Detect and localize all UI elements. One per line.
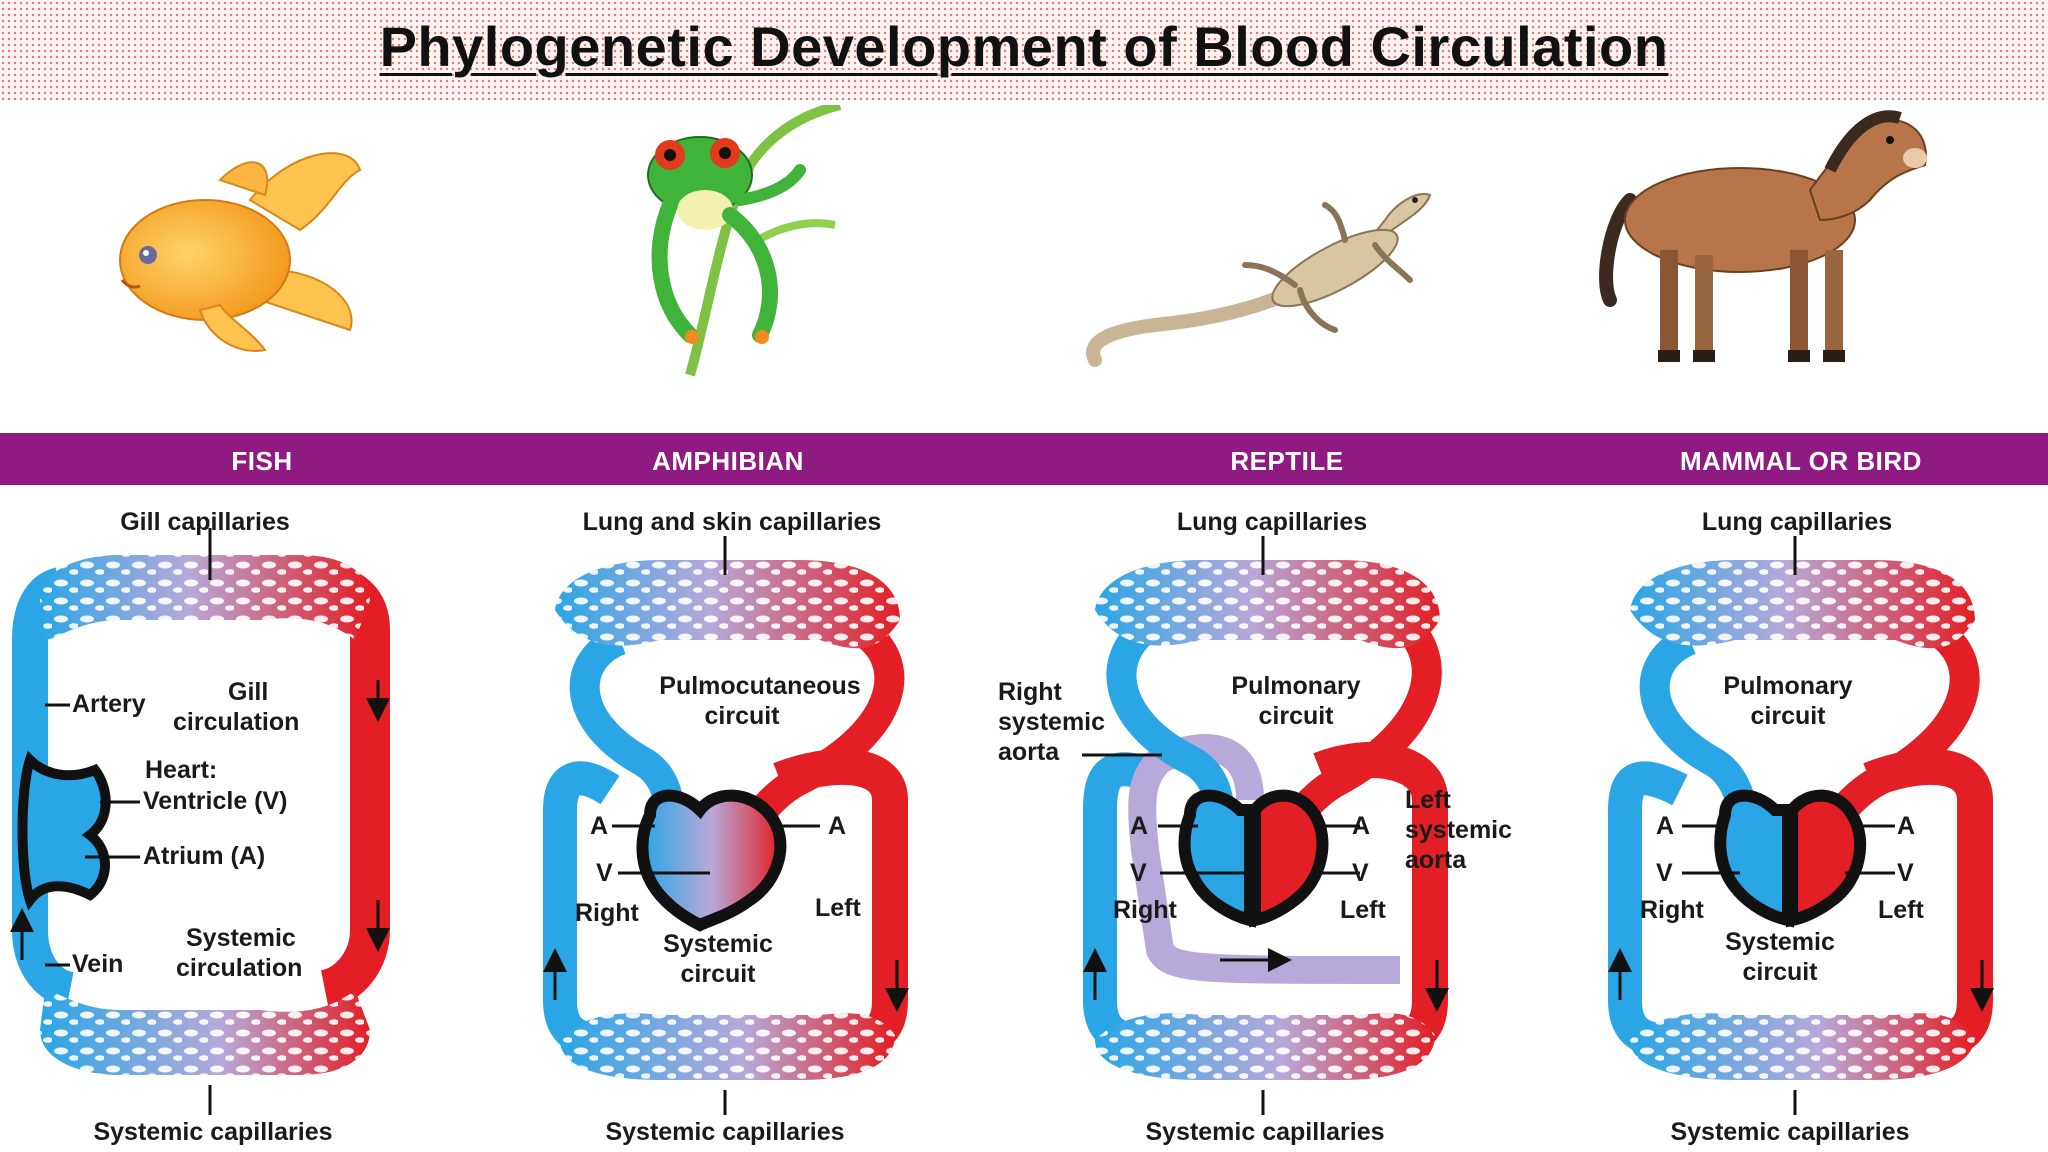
lizard-illustration: [1086, 193, 1432, 367]
reptile-ventricle-left-label: V: [1130, 859, 1147, 887]
amphibian-left-label: Left: [815, 894, 862, 922]
fish-diagram: Gill capillaries Artery Gill circulation…: [10, 508, 390, 1146]
reptile-diagram: Lung capillaries Pulmonary circuit Right…: [998, 508, 1512, 1146]
horse-illustration: [1599, 110, 1927, 362]
amphibian-right-label: Right: [575, 899, 640, 927]
reptile-pulmonary-circuit-label-2: circuit: [1258, 702, 1334, 730]
fish-heart: [17, 750, 111, 911]
mammal-systemic-circuit-label-2: circuit: [1742, 958, 1818, 986]
mammal-atrium-left-label: A: [1656, 812, 1674, 840]
mammal-pulmonary-out-vessel: [1816, 617, 1980, 838]
reptile-pulmonary-in-vessel: [1106, 606, 1235, 821]
fish-vein-label: Vein: [72, 950, 123, 978]
header-fish: FISH: [231, 446, 293, 476]
mammal-systemic-circuit-label-1: Systemic: [1725, 928, 1835, 956]
mammal-right-label: Right: [1640, 896, 1705, 924]
amphibian-diagram: Lung and skin capillaries Pulmocutaneous…: [543, 508, 909, 1146]
reptile-ventricle-right-label: V: [1352, 859, 1369, 887]
reptile-right-label: Right: [1113, 896, 1178, 924]
amphibian-pulmocutaneous-label-2: circuit: [704, 702, 780, 730]
mammal-pulmonary-in-vessel: [1639, 626, 1760, 823]
reptile-left-systemic-aorta-label-1: Left: [1405, 786, 1452, 814]
amphibian-pulmocutaneous-label-1: Pulmocutaneous: [659, 672, 860, 700]
fish-systemic-circulation-label-2: circulation: [176, 954, 302, 982]
goldfish-illustration: [119, 152, 362, 352]
amphibian-systemic-capillaries-label: Systemic capillaries: [605, 1118, 844, 1146]
mammal-ventricle-left-label: V: [1656, 859, 1673, 887]
amphibian-heart: [636, 789, 787, 932]
fish-artery-label: Artery: [72, 690, 146, 718]
fish-atrium-label: Atrium (A): [143, 842, 265, 870]
reptile-pulmonary-circuit-label-1: Pulmonary: [1231, 672, 1360, 700]
reptile-left-systemic-aorta-label-3: aorta: [1405, 846, 1467, 874]
tree-frog-illustration: [647, 105, 842, 377]
reptile-atrium-right-label: A: [1352, 812, 1370, 840]
page-title: Phylogenetic Development of Blood Circul…: [379, 15, 1669, 78]
mammal-bird-diagram: Lung capillaries Pulmonary circuit A A V…: [1608, 508, 1994, 1146]
title-banner: [0, 0, 2048, 100]
header-reptile: REPTILE: [1230, 446, 1344, 476]
mammal-heart-right-side: [1714, 789, 1794, 928]
reptile-heart-right-side: [1178, 789, 1256, 928]
group-header-band: [0, 433, 2048, 485]
amphibian-systemic-circuit-label-1: Systemic: [663, 930, 773, 958]
fish-gill-circulation-label-2: circulation: [173, 708, 299, 736]
mammal-pulmonary-circuit-label-1: Pulmonary: [1723, 672, 1852, 700]
mammal-ventricle-right-label: V: [1897, 859, 1914, 887]
reptile-right-systemic-aorta-label-1: Right: [998, 678, 1063, 706]
reptile-left-label: Left: [1340, 896, 1387, 924]
fish-ventricle-label: Ventricle (V): [143, 787, 288, 815]
mammal-left-label: Left: [1878, 896, 1925, 924]
reptile-right-systemic-aorta-label-3: aorta: [998, 738, 1060, 766]
fish-heart-label: Heart:: [145, 756, 217, 784]
mammal-systemic-capillaries-label: Systemic capillaries: [1670, 1118, 1909, 1146]
fish-gill-capillaries-label: Gill capillaries: [120, 508, 290, 536]
fish-systemic-circulation-label-1: Systemic: [186, 924, 296, 952]
reptile-right-systemic-aorta: [1128, 734, 1401, 984]
amphibian-pulmonary-out-vessel: [736, 617, 905, 838]
mammal-pulmonary-circuit-label-2: circuit: [1750, 702, 1826, 730]
header-mammal-or-bird: MAMMAL OR BIRD: [1680, 446, 1922, 476]
header-amphibian: AMPHIBIAN: [652, 446, 804, 476]
amphibian-atrium-left-label: A: [590, 812, 608, 840]
amphibian-ventricle-label: V: [596, 859, 613, 887]
amphibian-systemic-circuit-label-2: circuit: [680, 960, 756, 988]
fish-gill-circulation-label-1: Gill: [228, 678, 268, 706]
reptile-atrium-left-label: A: [1130, 812, 1148, 840]
fish-systemic-capillaries-label: Systemic capillaries: [93, 1118, 332, 1146]
mammal-lung-capillaries-label: Lung capillaries: [1702, 508, 1892, 536]
reptile-lung-capillaries-label: Lung capillaries: [1177, 508, 1367, 536]
reptile-right-systemic-aorta-label-2: systemic: [998, 708, 1105, 736]
mammal-atrium-right-label: A: [1897, 812, 1915, 840]
reptile-left-systemic-aorta-label-2: systemic: [1405, 816, 1512, 844]
amphibian-pulmonary-in-vessel: [569, 626, 685, 821]
amphibian-atrium-right-label: A: [828, 812, 846, 840]
reptile-systemic-capillaries-label: Systemic capillaries: [1145, 1118, 1384, 1146]
mammal-heart-left-side: [1786, 789, 1867, 928]
reptile-heart-left-side: [1249, 789, 1329, 928]
amphibian-lung-skin-capillaries-label: Lung and skin capillaries: [583, 508, 882, 536]
fish-artery-vessel: [319, 565, 390, 1010]
